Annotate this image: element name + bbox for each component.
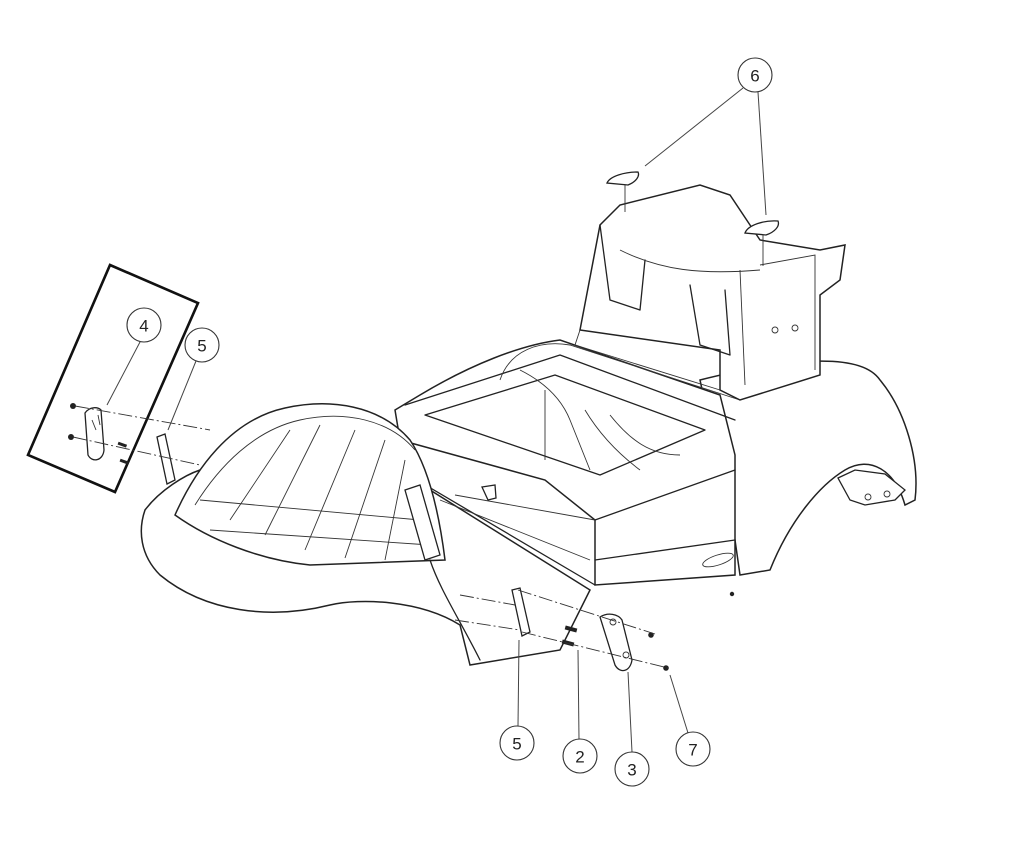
callout-4: 4 [126, 307, 162, 343]
seat-back-frame [574, 184, 846, 401]
highlight-box [26, 263, 200, 494]
svg-text:2: 2 [575, 748, 584, 767]
callout-3: 3 [614, 751, 650, 787]
svg-text:3: 3 [627, 761, 636, 780]
part-5-spacer-right [511, 587, 531, 637]
svg-text:5: 5 [512, 735, 521, 754]
front-cowl [140, 403, 596, 666]
svg-text:4: 4 [139, 317, 148, 336]
svg-text:6: 6 [750, 67, 759, 86]
leader-lines [106, 87, 767, 753]
part-3-bracket [599, 613, 633, 672]
callout-5-right: 5 [499, 725, 535, 761]
callout-6: 6 [737, 57, 773, 93]
part-5-spacer-left [156, 433, 176, 485]
part-4-bracket [68, 403, 130, 465]
right-hardware [511, 587, 669, 672]
callout-2: 2 [562, 738, 598, 774]
callout-7: 7 [675, 731, 711, 767]
assembly-lines [72, 405, 669, 669]
part-6-caps [606, 171, 780, 266]
callout-5-left: 5 [184, 327, 220, 363]
svg-text:7: 7 [688, 741, 697, 760]
svg-text:5: 5 [197, 337, 206, 356]
